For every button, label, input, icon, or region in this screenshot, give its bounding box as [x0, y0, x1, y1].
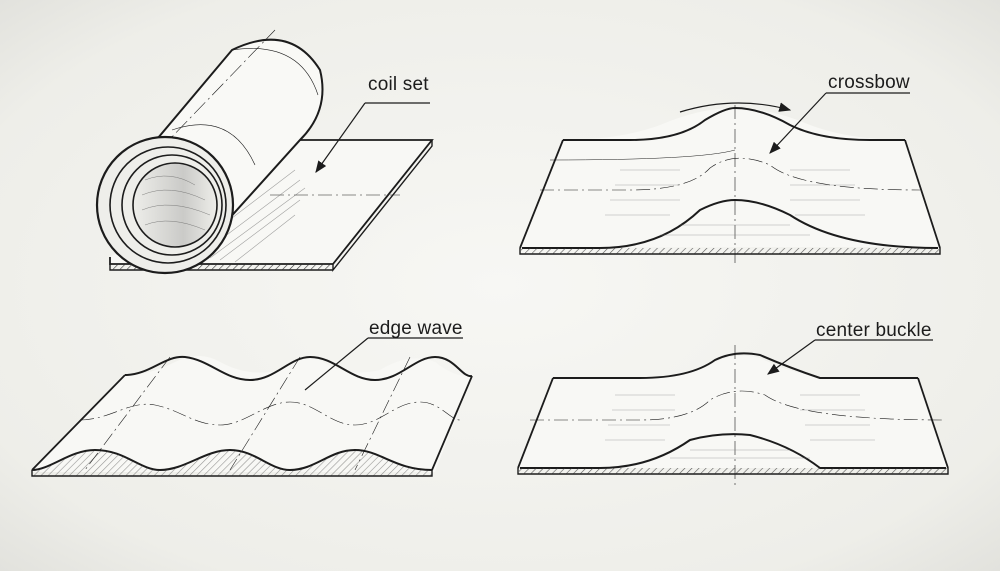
crossbow-callout	[769, 92, 910, 154]
center-buckle-label: center buckle	[816, 320, 932, 341]
coil-set-label: coil set	[368, 74, 429, 95]
coil-set-illustration	[95, 29, 434, 275]
center-buckle-callout	[767, 339, 933, 375]
crossbow-illustration	[519, 102, 941, 265]
edge-wave-illustration	[31, 355, 473, 477]
center-buckle-illustration	[517, 345, 949, 485]
edge-wave-callout	[304, 337, 463, 391]
coil-set-callout	[315, 102, 430, 173]
crossbow-label: crossbow	[828, 72, 910, 93]
edge-wave-label: edge wave	[369, 318, 463, 339]
